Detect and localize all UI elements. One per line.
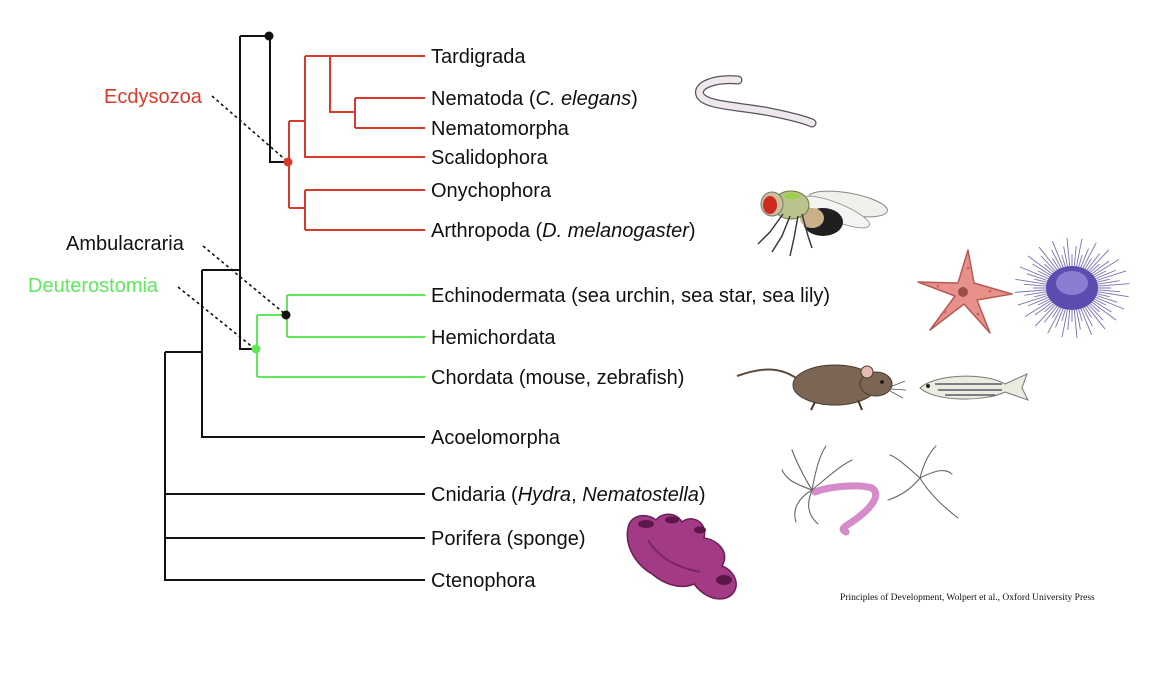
ecdysozoa-branches (288, 55, 425, 231)
leader-ambulacraria (202, 245, 286, 315)
taxon-nematoda: Nematoda (C. elegans) (431, 88, 638, 110)
branch-protostome-deuterostome (239, 36, 257, 350)
taxon-hemichordata: Hemichordata (431, 327, 556, 349)
clade-label-deuterostomia: Deuterostomia (28, 275, 159, 297)
source-credit: Principles of Development, Wolpert et al… (840, 592, 1095, 603)
taxon-tardigrada: Tardigrada (431, 46, 526, 68)
taxon-chordata: Chordata (mouse, zebrafish) (431, 367, 684, 389)
zebrafish-illustration (919, 373, 1029, 401)
leader-deuterostomia (177, 286, 256, 350)
trunk-branches (164, 35, 425, 581)
taxon-ctenophora: Ctenophora (431, 570, 536, 592)
taxon-nematomorpha: Nematomorpha (431, 118, 570, 140)
taxon-acoelomorpha: Acoelomorpha (431, 427, 561, 449)
hydra-illustration (781, 445, 959, 536)
sea-urchin-illustration (1014, 238, 1130, 338)
clade-label-ecdysozoa: Ecdysozoa (104, 86, 203, 108)
sea-star-illustration (917, 249, 1013, 334)
taxon-onychophora: Onychophora (431, 180, 552, 202)
deuterostomia-branches (256, 294, 425, 378)
branch-ctenophora (164, 352, 425, 581)
taxon-cnidaria: Cnidaria (Hydra, Nematostella) (431, 484, 706, 506)
branch-protostomia (240, 35, 289, 163)
node-deuterostomia (251, 344, 261, 354)
node-ecdysozoa (283, 157, 293, 167)
clade-label-ambulacraria: Ambulacraria (66, 233, 185, 255)
node-ambulacraria (281, 310, 291, 320)
taxon-scalidophora: Scalidophora (431, 147, 549, 169)
taxon-echinodermata: Echinodermata (sea urchin, sea star, sea… (431, 285, 830, 307)
node-protostomia (264, 31, 274, 41)
taxon-porifera: Porifera (sponge) (431, 528, 586, 550)
fruit-fly-illustration (757, 190, 888, 257)
nematode-worm-illustration (695, 75, 817, 128)
taxon-arthropoda: Arthropoda (D. melanogaster) (431, 220, 696, 242)
leader-ecdysozoa (211, 95, 289, 163)
sponge-illustration (626, 513, 737, 600)
mouse-illustration (736, 364, 907, 411)
branch-acoelomorpha (201, 270, 425, 438)
